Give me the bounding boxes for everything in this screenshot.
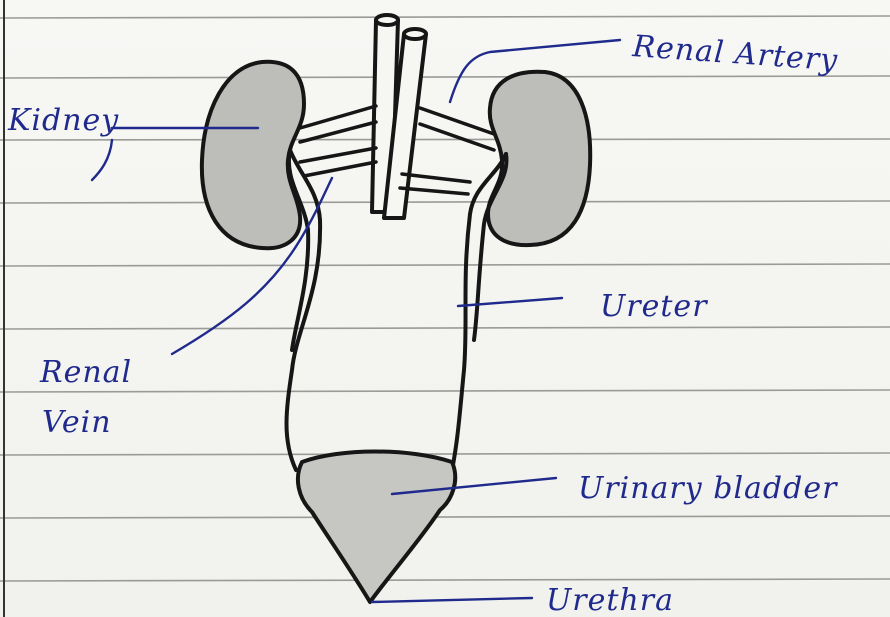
aorta-top — [376, 15, 398, 25]
label-kidney: Kidney — [7, 103, 119, 138]
urethra-leader — [372, 598, 532, 602]
label-renal-artery: Renal Artery — [630, 29, 839, 78]
label-renal-vein-line1: Renal — [39, 355, 132, 390]
label-ureter: Ureter — [600, 289, 708, 324]
label-urethra: Urethra — [546, 583, 674, 617]
kidney-leader-tail — [92, 140, 112, 180]
label-urinary-bladder: Urinary bladder — [578, 471, 838, 506]
label-renal-vein-line2: Vein — [42, 405, 112, 440]
vena-cava-top — [404, 29, 426, 39]
ureter-leader — [458, 298, 562, 306]
right-ureter-inner — [474, 154, 506, 340]
